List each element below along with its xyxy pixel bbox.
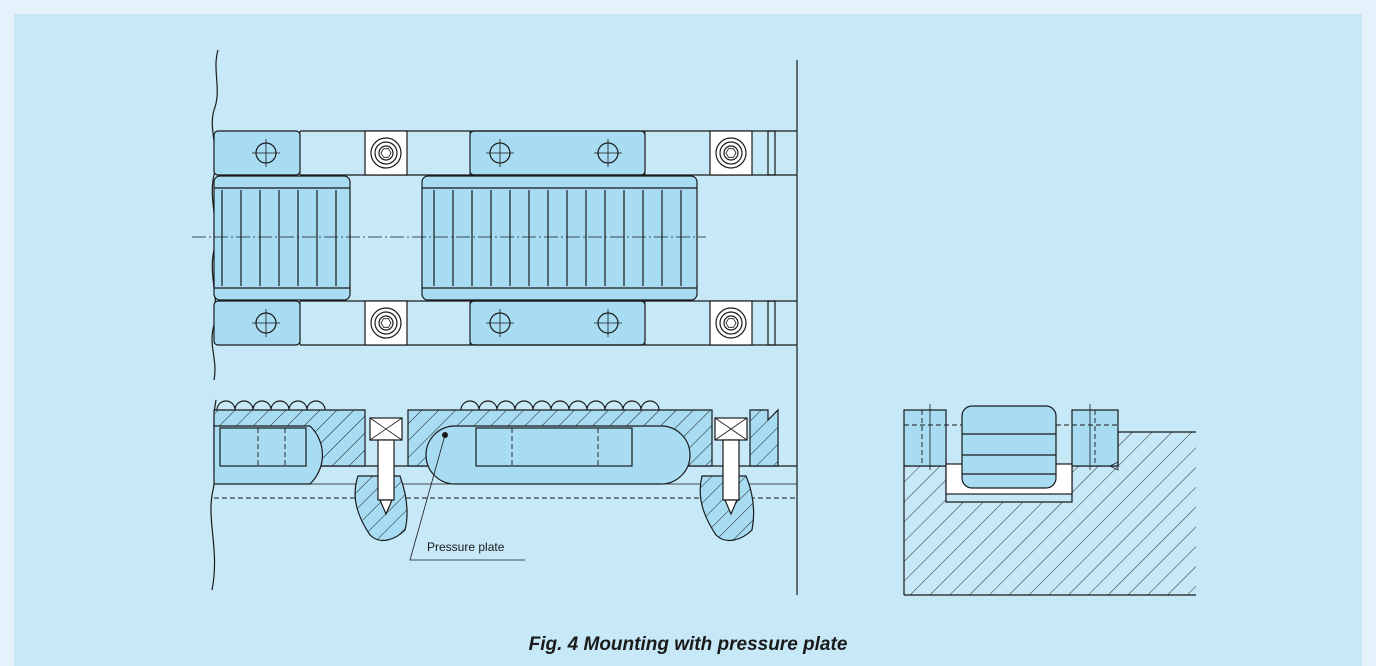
screw-hole-icon: [252, 309, 280, 337]
figure-caption: Fig. 4 Mounting with pressure plate: [528, 634, 848, 655]
screw-hole-icon: [486, 139, 514, 167]
end-section-view: [903, 404, 1196, 596]
end-roller-stack: [961, 405, 1057, 489]
screw-hole-icon: [594, 309, 622, 337]
screw-hole-icon: [486, 309, 514, 337]
screw-head-icon: [715, 307, 747, 339]
top-view: [192, 49, 798, 595]
screw-section-2: [699, 417, 755, 542]
section-view: Pressure plate: [210, 399, 797, 591]
roller-cage-left: [213, 175, 351, 301]
screw-head-icon: [370, 307, 402, 339]
pressure-plate-label: Pressure plate: [427, 540, 505, 554]
roller-cage-right: [421, 175, 698, 301]
screw-head-icon: [715, 137, 747, 169]
leader-line: [409, 434, 525, 561]
screw-section-1: [354, 417, 408, 542]
screw-hole-icon: [594, 139, 622, 167]
screw-hole-icon: [252, 139, 280, 167]
screw-head-icon: [370, 137, 402, 169]
end-rail-left: [903, 409, 947, 467]
right-end-block: [749, 408, 779, 467]
